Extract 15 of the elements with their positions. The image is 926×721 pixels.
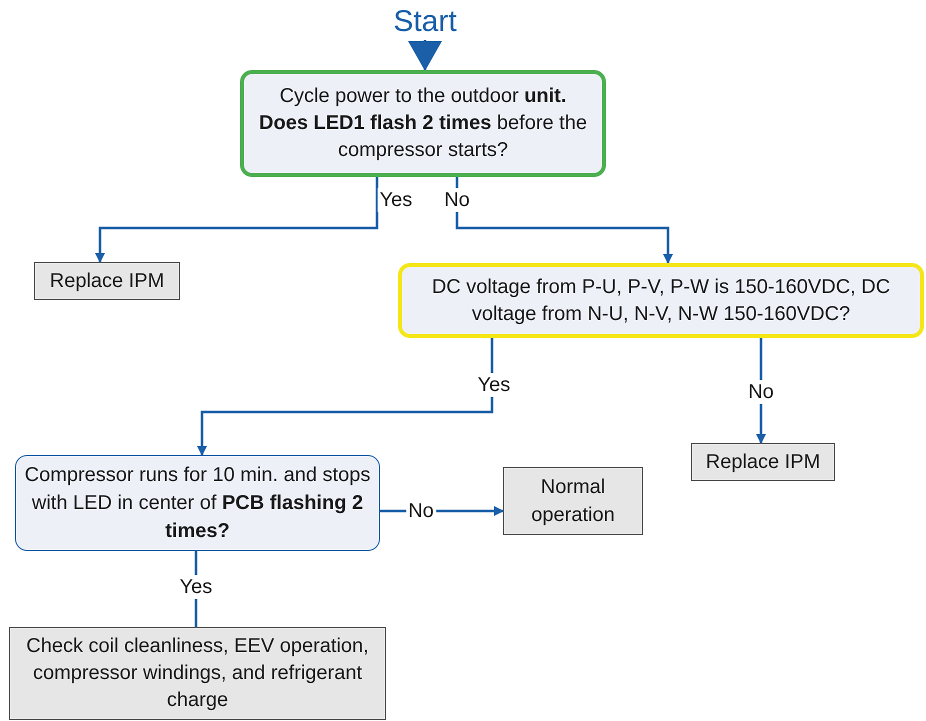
edge-label: Yes	[178, 575, 214, 599]
process-box: Check coil cleanliness, EEV operation, compressor windings, and refrigerant charge	[9, 627, 386, 720]
edge-label: Yes	[378, 188, 414, 212]
process-box: Replace IPM	[34, 262, 180, 300]
decision-box: Cycle power to the outdoor unit. Does LED1 flash 2 times before the compressor starts?	[240, 70, 606, 177]
process-box: Replace IPM	[691, 443, 835, 481]
arrow	[408, 40, 442, 71]
process-box: Normal operation	[503, 467, 643, 535]
arrow	[197, 338, 494, 456]
start-label: Start	[375, 2, 475, 40]
arrow	[95, 177, 378, 263]
arrow	[456, 177, 673, 264]
decision-box: Compressor runs for 10 min. and stops with LED in center of PCB flashing 2 times?	[15, 455, 380, 551]
decision-box: DC voltage from P-U, P-V, P-W is 150-160VDC, DC voltage from N-U, N-V, N-W 150-160VDC?	[398, 263, 924, 338]
edge-label: Yes	[476, 373, 512, 397]
